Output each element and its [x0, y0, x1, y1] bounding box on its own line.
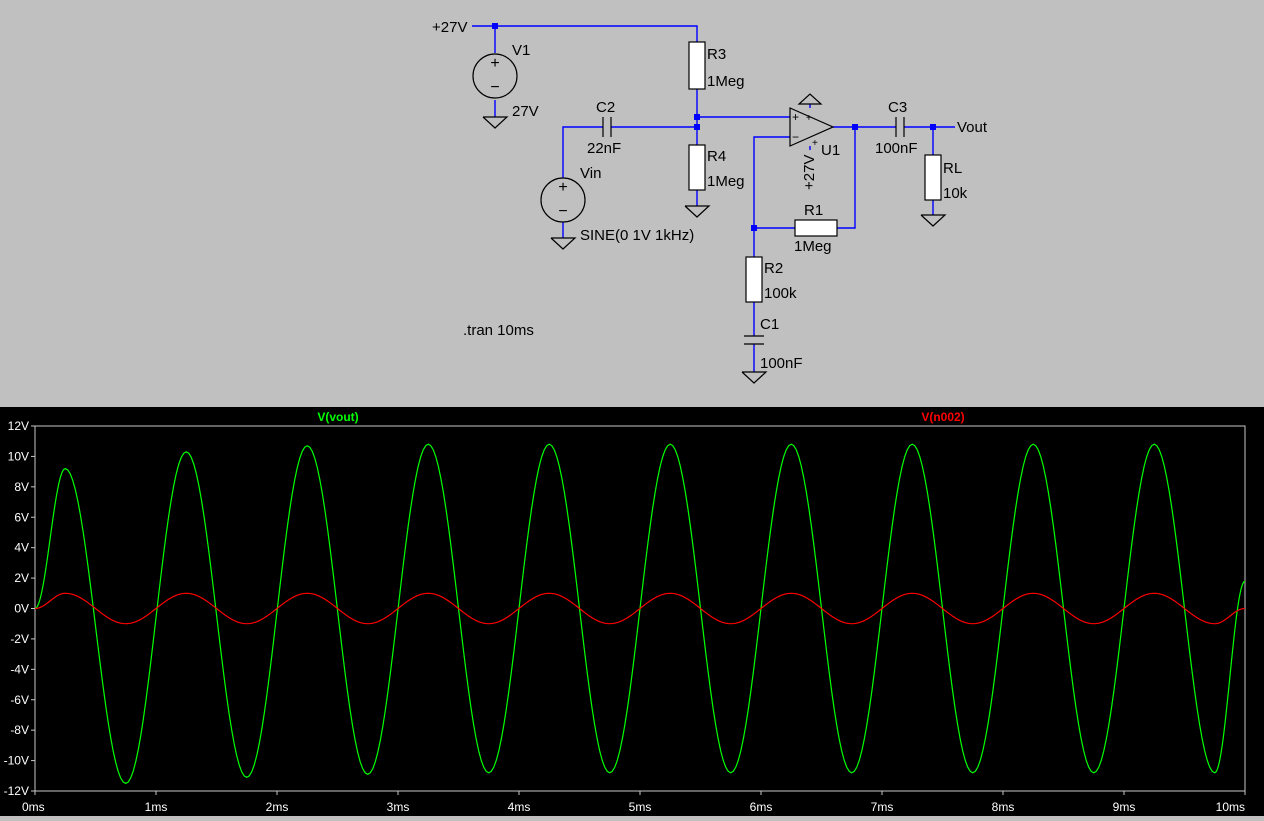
r3-name: R3 [707, 46, 726, 63]
y-tick-label: 4V [14, 541, 29, 555]
y-tick-label: -4V [10, 662, 29, 676]
y-tick-label: 2V [14, 571, 29, 585]
v1-plus-sign: + [490, 55, 499, 72]
waveform-plot-svg[interactable]: 12V 10V 8V 6V 4V 2V 0V -2V -4V -6V -8V -10V -12V 0ms… [0, 407, 1264, 816]
y-tick-label: -6V [10, 693, 29, 707]
y-axis-ticks: 12V 10V 8V 6V 4V 2V 0V -2V -4V -6V -8V -10V -12V [4, 419, 35, 798]
y-tick-label: 8V [14, 480, 29, 494]
c2-capacitor[interactable] [602, 117, 612, 137]
supply-net-label: +27V [432, 19, 467, 36]
schematic-svg[interactable]: + − + − + − + + +27V V1 27V R3 [0, 0, 1264, 407]
c1-name: C1 [760, 316, 779, 333]
wires[interactable] [472, 25, 955, 372]
r4-value: 1Meg [707, 173, 745, 190]
c2-name: C2 [596, 99, 615, 116]
x-tick-label: 9ms [1113, 800, 1136, 814]
x-tick-label: 1ms [145, 800, 168, 814]
y-tick-label: 6V [14, 510, 29, 524]
vin-value: SINE(0 1V 1kHz) [580, 227, 694, 244]
x-tick-label: 8ms [992, 800, 1015, 814]
r3-resistor[interactable] [688, 41, 706, 90]
x-tick-label: 4ms [508, 800, 531, 814]
c1-capacitor[interactable] [744, 335, 764, 345]
waveform-viewer[interactable]: 12V 10V 8V 6V 4V 2V 0V -2V -4V -6V -8V -10V -12V 0ms… [0, 407, 1264, 816]
r1-resistor[interactable] [794, 219, 838, 237]
v1-name: V1 [512, 42, 530, 59]
rl-value: 10k [943, 185, 968, 202]
r2-resistor[interactable] [745, 256, 763, 303]
vin-name: Vin [580, 165, 601, 182]
x-axis-ticks: 0ms 1ms 2ms 3ms 4ms 5ms 6ms 7ms 8ms 9ms 10ms [22, 791, 1246, 814]
ground-symbols [482, 116, 947, 384]
c1-value: 100nF [760, 355, 803, 372]
r1-name: R1 [804, 202, 823, 219]
vin-plus-sign: + [558, 179, 567, 196]
y-tick-label: 0V [14, 602, 29, 616]
schematic-canvas[interactable]: + − + − + − + + +27V V1 27V R3 [0, 0, 1264, 407]
opamp-vplus-pin: + [806, 113, 812, 124]
opamp-supply-pin: + [812, 138, 818, 149]
trace-legend[interactable]: V(vout) V(n002) [317, 410, 964, 424]
v1-minus-sign: − [490, 79, 499, 96]
r4-resistor[interactable] [688, 144, 706, 191]
vin-source[interactable]: + − [540, 177, 586, 223]
legend-vvout[interactable]: V(vout) [317, 410, 358, 424]
u1-supply-label: +27V [801, 155, 818, 190]
c3-capacitor[interactable] [895, 117, 905, 137]
u1-opamp[interactable]: + − + + [789, 93, 835, 149]
x-tick-label: 5ms [629, 800, 652, 814]
v1-value: 27V [512, 103, 539, 120]
junction-dots [492, 23, 936, 231]
vout-net-label: Vout [957, 119, 988, 136]
x-tick-label: 6ms [750, 800, 773, 814]
c3-value: 100nF [875, 140, 918, 157]
opamp-vcc-flag [797, 93, 823, 105]
tran-directive[interactable]: .tran 10ms [463, 322, 534, 339]
y-tick-label: -8V [10, 723, 29, 737]
opamp-minus-input: − [792, 130, 799, 144]
y-tick-label: 12V [8, 419, 29, 433]
trace-vvout [34, 443, 1246, 785]
traces [34, 443, 1246, 785]
rl-name: RL [943, 160, 962, 177]
r4-name: R4 [707, 148, 726, 165]
r1-value: 1Meg [794, 238, 832, 255]
c2-value: 22nF [587, 140, 621, 157]
r2-value: 100k [764, 285, 797, 302]
y-tick-label: -2V [10, 632, 29, 646]
c3-name: C3 [888, 99, 907, 116]
y-tick-label: -10V [4, 754, 29, 768]
vin-minus-sign: − [558, 203, 567, 220]
x-tick-label: 10ms [1216, 800, 1245, 814]
y-tick-label: -12V [4, 784, 29, 798]
x-tick-label: 7ms [871, 800, 894, 814]
opamp-plus-input: + [792, 110, 799, 124]
u1-name: U1 [821, 142, 840, 159]
trace-vn002 [34, 592, 1246, 625]
x-tick-label: 2ms [266, 800, 289, 814]
v1-source[interactable]: + − [472, 53, 518, 99]
x-tick-label: 3ms [387, 800, 410, 814]
x-tick-label: 0ms [22, 800, 45, 814]
y-tick-label: 10V [8, 449, 29, 463]
r2-name: R2 [764, 260, 783, 277]
rl-resistor[interactable] [924, 154, 942, 201]
r3-value: 1Meg [707, 73, 745, 90]
legend-vn002[interactable]: V(n002) [921, 410, 964, 424]
